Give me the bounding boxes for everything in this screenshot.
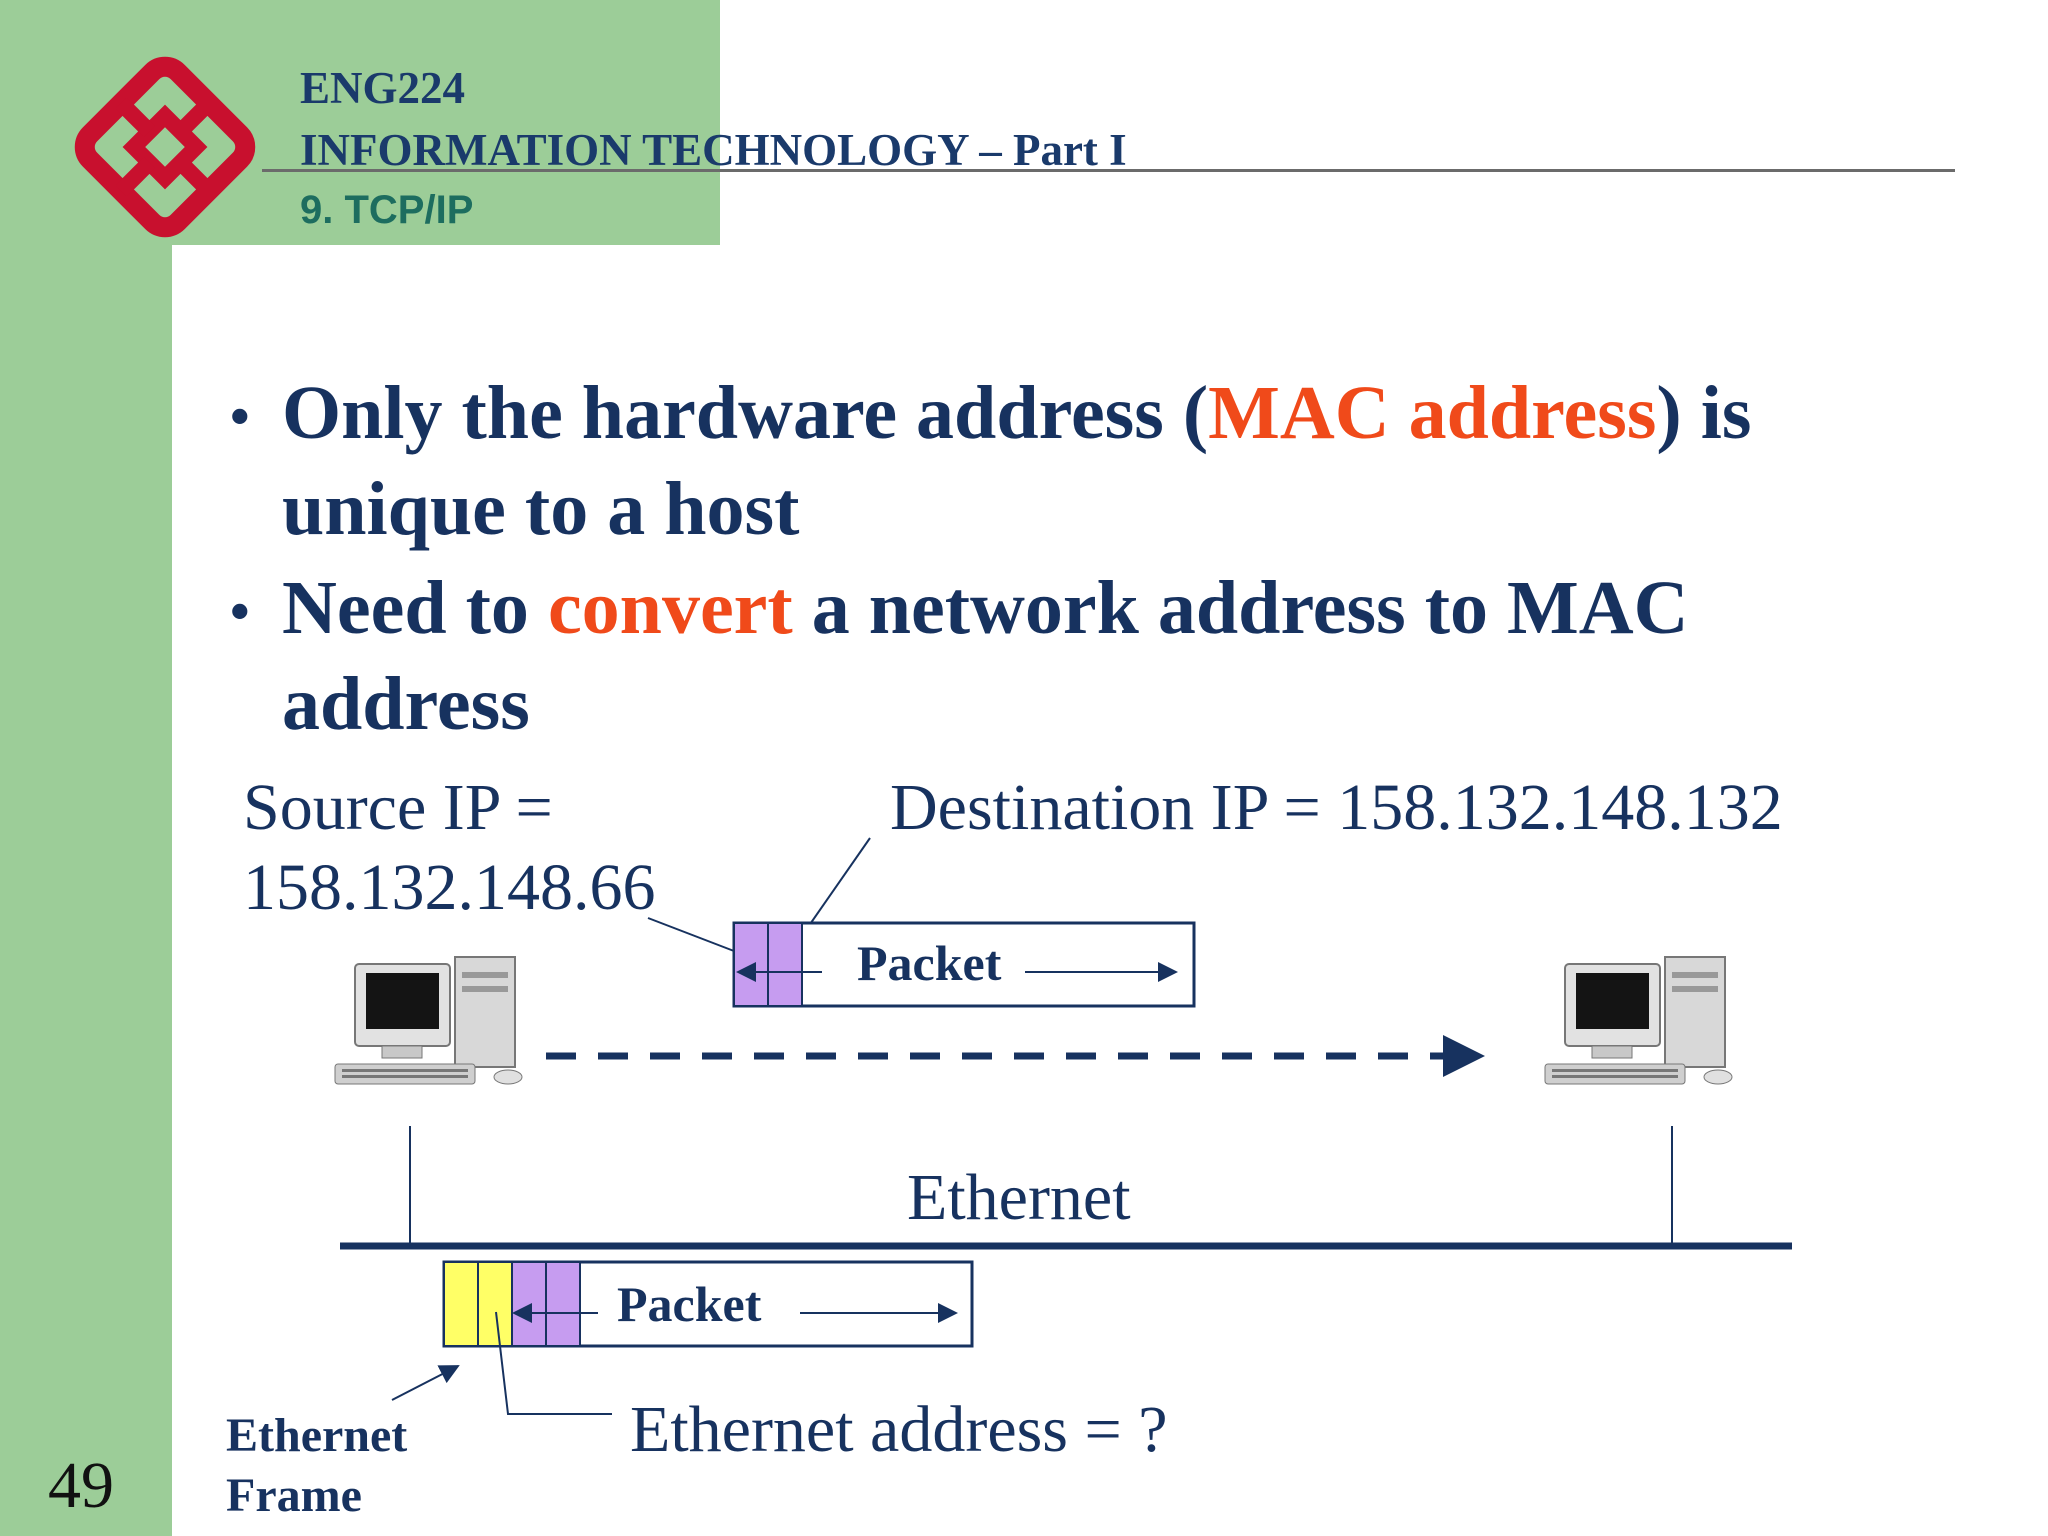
source-ip-value: 158.132.148.66 <box>243 851 656 924</box>
section-title: 9. TCP/IP <box>300 188 474 232</box>
frame-label-line-2: Frame <box>226 1469 362 1522</box>
top-green-band <box>172 0 720 245</box>
mac-header-2 <box>477 1261 513 1347</box>
bullet-1-text-start: Only the hardware address ( <box>282 371 1209 455</box>
bullet-1: • Only the hardware address (MAC address… <box>230 365 1922 557</box>
university-logo <box>74 56 256 238</box>
source-computer-icon <box>334 956 523 1085</box>
destination-ip: Destination IP = 158.132.148.132 <box>890 771 1783 844</box>
header-divider <box>262 169 1955 172</box>
top-packet-box <box>732 921 1196 1008</box>
top-packet-label: Packet <box>857 935 1002 991</box>
network-label: Ethernet <box>907 1161 1131 1234</box>
frame-label-line-1: Ethernet <box>226 1409 408 1462</box>
source-ip-label: Source IP = <box>243 771 553 844</box>
bullet-marker: • <box>230 581 250 643</box>
bottom-ip-header-2 <box>545 1261 581 1347</box>
frame-label-arrow <box>391 1365 460 1401</box>
course-code: ENG224 <box>300 63 466 113</box>
frame-label: Ethernet Frame <box>226 1406 407 1526</box>
slide-number: 49 <box>48 1449 114 1522</box>
ethernet-address-label: Ethernet address = ? <box>630 1393 1168 1466</box>
top-ip-header-1 <box>733 922 769 1007</box>
ethernet-address-leader <box>495 1311 612 1415</box>
top-ip-header-2 <box>767 922 803 1007</box>
bullet-1-highlight: MAC address <box>1208 371 1657 455</box>
bullet-2-text-end: a network address to MAC address <box>282 566 1689 746</box>
bullet-2: • Need to convert a network address to M… <box>230 560 1922 752</box>
mac-header-1 <box>443 1261 479 1347</box>
left-green-band <box>0 0 172 1536</box>
bullet-marker: • <box>230 386 250 448</box>
course-title: INFORMATION TECHNOLOGY – Part I <box>300 125 1127 175</box>
bullet-2-highlight: convert <box>547 566 793 650</box>
bottom-ip-header-1 <box>511 1261 547 1347</box>
bullet-2-text-start: Need to <box>282 566 548 650</box>
bullet-1-text-end: ) is unique to a host <box>282 371 1752 551</box>
destination-computer-icon <box>1544 956 1733 1085</box>
bottom-packet-label: Packet <box>617 1276 762 1332</box>
